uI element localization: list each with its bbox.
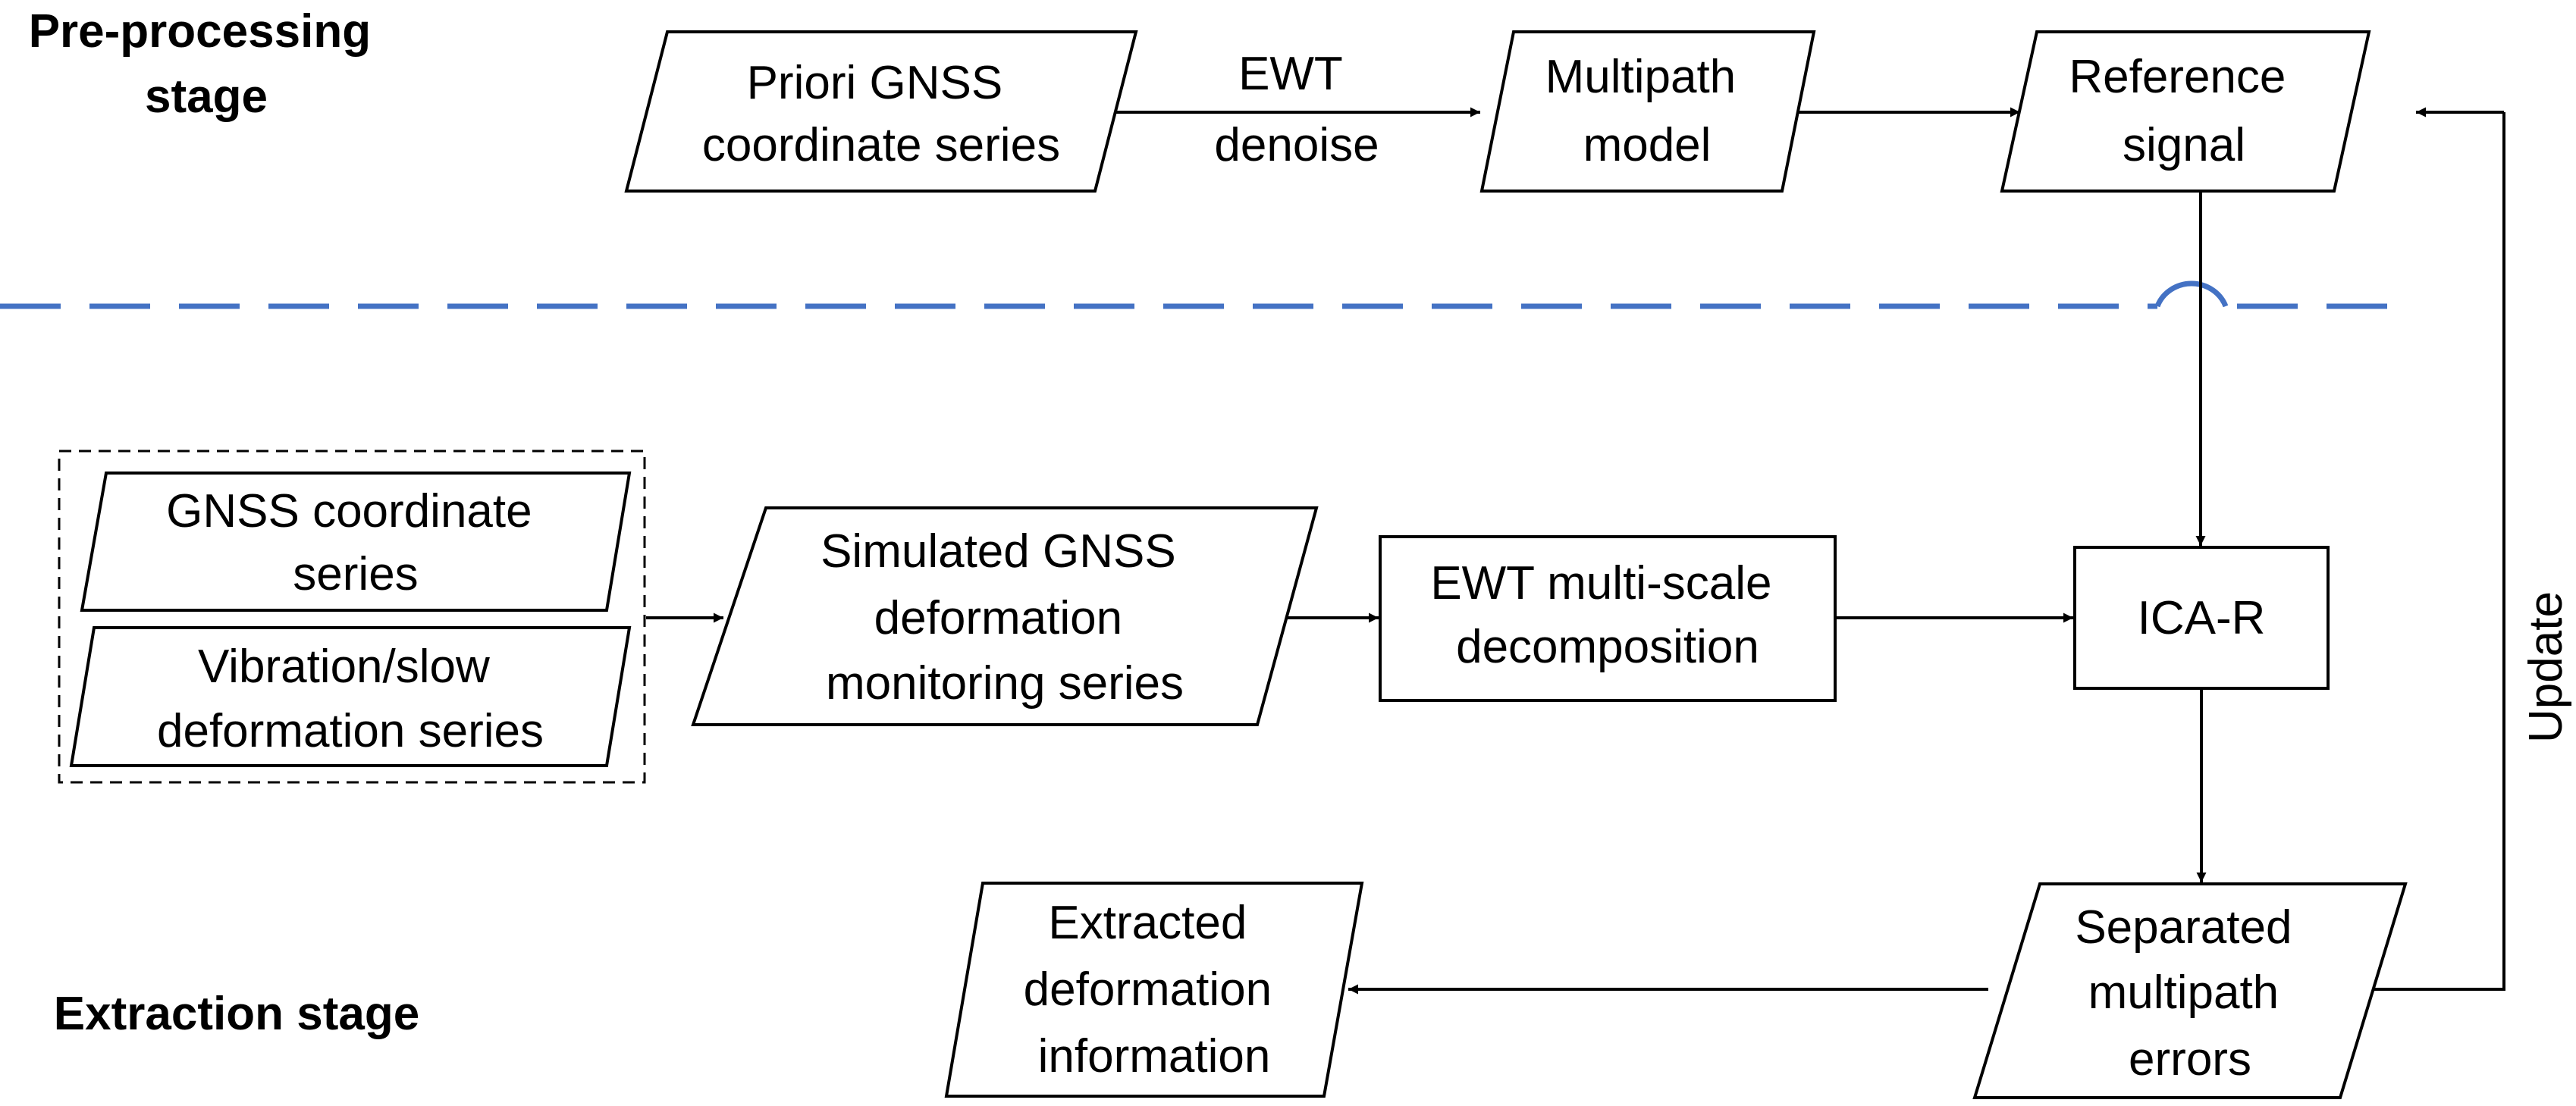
reference-signal-label: Reference signal bbox=[2069, 51, 2298, 171]
gnss-coordinate-line-1: GNSS coordinate bbox=[166, 485, 532, 537]
extraction-stage-label: Extraction stage bbox=[54, 988, 419, 1040]
gnss-coordinate-series-label: GNSS coordinate series bbox=[166, 485, 545, 600]
multipath-model-line-2: model bbox=[1583, 119, 1712, 171]
vibration-line-2: deformation series bbox=[157, 705, 544, 757]
priori-gnss-label: Priori GNSS coordinate series bbox=[702, 57, 1060, 171]
divider-hop-arc bbox=[2154, 280, 2229, 308]
separated-line-3: errors bbox=[2129, 1033, 2251, 1086]
ica-r-line-1: ICA-R bbox=[2138, 592, 2266, 644]
pre-processing-stage-line-1: Pre-processing bbox=[29, 5, 371, 58]
ewt-decomposition-line-1: EWT multi-scale bbox=[1430, 557, 1771, 609]
ewt-decomposition-label: EWT multi-scale decomposition bbox=[1430, 557, 1784, 673]
separated-line-1: Separated bbox=[2075, 901, 2292, 954]
extracted-line-1: Extracted bbox=[1048, 897, 1247, 949]
ewt-denoise-line-1: EWT bbox=[1238, 48, 1342, 100]
ewt-denoise-line-2: denoise bbox=[1214, 119, 1379, 171]
extracted-line-2: deformation bbox=[1024, 963, 1272, 1016]
pre-processing-stage-line-2: stage bbox=[145, 70, 268, 123]
vibration-series-label: Vibration/slow deformation series bbox=[157, 641, 544, 757]
update-loop-path bbox=[2374, 112, 2505, 991]
ewt-denoise-label: EWT denoise bbox=[1214, 48, 1379, 171]
simulated-gnss-label: Simulated GNSS deformation monitoring se… bbox=[820, 525, 1189, 710]
pre-processing-stage-label: Pre-processing stage bbox=[29, 5, 384, 123]
simulated-gnss-node bbox=[691, 506, 1319, 726]
gnss-coordinate-line-2: series bbox=[293, 548, 418, 600]
reference-signal-line-1: Reference bbox=[2069, 51, 2286, 103]
simulated-line-3: monitoring series bbox=[826, 657, 1184, 710]
priori-gnss-node bbox=[624, 30, 1138, 193]
extracted-line-3: information bbox=[1038, 1030, 1271, 1083]
gnss-coordinate-series-node bbox=[80, 472, 632, 612]
multipath-model-label: Multipath model bbox=[1545, 51, 1749, 171]
update-label: Update bbox=[2520, 591, 2572, 743]
ica-r-label: ICA-R bbox=[2138, 592, 2266, 644]
extracted-deformation-node bbox=[944, 882, 1364, 1098]
reference-signal-node bbox=[2000, 30, 2371, 193]
priori-line-1: Priori GNSS bbox=[747, 57, 1003, 109]
simulated-line-2: deformation bbox=[874, 592, 1122, 644]
vibration-series-node bbox=[69, 626, 632, 767]
multipath-model-line-1: Multipath bbox=[1545, 51, 1737, 103]
ica-r-node bbox=[2073, 546, 2330, 690]
multipath-model-node bbox=[1479, 30, 1816, 193]
stage-divider bbox=[0, 280, 2411, 309]
separated-multipath-node bbox=[1972, 882, 2408, 1099]
simulated-line-1: Simulated GNSS bbox=[820, 525, 1176, 578]
priori-line-2: coordinate series bbox=[702, 119, 1060, 171]
vibration-line-1: Vibration/slow bbox=[198, 641, 490, 693]
separated-line-2: multipath bbox=[2088, 967, 2279, 1019]
extracted-deformation-label: Extracted deformation information bbox=[1024, 897, 1285, 1083]
reference-signal-line-2: signal bbox=[2123, 119, 2245, 171]
extraction-stage-line-1: Extraction stage bbox=[54, 988, 419, 1040]
ewt-decomposition-line-2: decomposition bbox=[1456, 621, 1759, 673]
separated-multipath-label: Separated multipath errors bbox=[2075, 901, 2305, 1086]
